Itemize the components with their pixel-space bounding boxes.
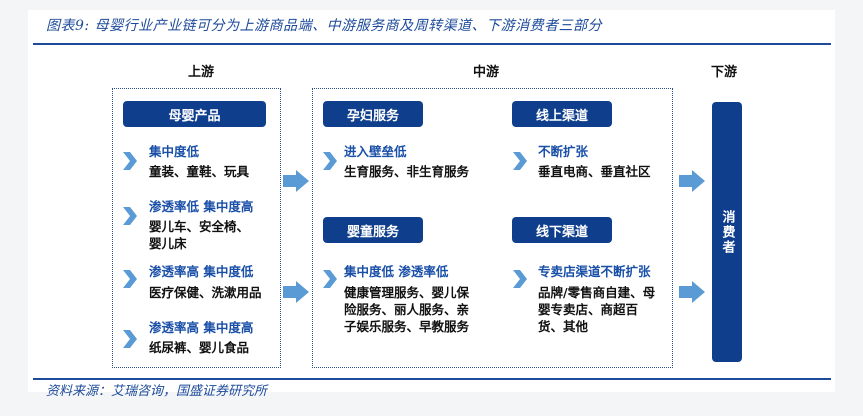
chevron-right-icon: [513, 270, 527, 288]
upstream-item-desc: 医疗保健、洗漱用品: [149, 285, 262, 300]
flow-arrow-icon: [283, 281, 309, 303]
chevron-right-icon: [323, 152, 337, 170]
midstream-item-sub: 进入壁垒低: [344, 144, 407, 159]
midstream-item-desc: 垂直电商、垂直社区: [538, 164, 651, 179]
flow-arrow-icon: [679, 170, 705, 192]
midstream-item-sub: 专卖店渠道不断扩张: [538, 264, 651, 279]
midstream-item-desc: 生育服务、非生育服务: [344, 164, 470, 179]
infant-services-pill: 婴童服务: [323, 217, 423, 243]
upstream-item-sub: 集中度低: [149, 144, 200, 159]
chevron-right-icon: [513, 152, 527, 170]
chevron-right-icon: [323, 270, 337, 288]
online-channel-pill: 线上渠道: [512, 101, 612, 127]
midstream-item-desc: 健康管理服务、婴儿保险服务、丽人服务、亲子娱乐服务、早教服务: [344, 285, 470, 334]
column-header-downstream: 下游: [711, 65, 738, 80]
midstream-item-sub: 不断扩张: [538, 144, 589, 159]
chevron-right-icon: [123, 152, 137, 170]
flow-arrow-icon: [679, 281, 705, 303]
figure-title: 图表9: 母婴行业产业链可分为上游商品端、中游服务商及周转渠道、下游消费者三部分: [46, 18, 603, 34]
pregnancy-services-pill: 孕妇服务: [323, 101, 423, 127]
upstream-item-desc: 纸尿裤、婴儿食品: [149, 340, 250, 355]
consumer-label: 消费者: [719, 209, 735, 255]
consumer-bar: 消费者: [712, 102, 742, 362]
source-divider: [33, 378, 831, 380]
column-header-midstream: 中游: [473, 65, 500, 80]
flow-arrow-icon: [283, 170, 309, 192]
source-note: 资料来源：艾瑞咨询，国盛证券研究所: [46, 384, 268, 399]
midstream-item-desc: 品牌/零售商自建、母婴专卖店、商超百货、其他: [538, 285, 656, 334]
title-divider: [33, 43, 831, 45]
chevron-right-icon: [123, 207, 137, 225]
midstream-item-sub: 集中度低 渗透率低: [344, 264, 449, 279]
upstream-item-desc: 童装、童鞋、玩具: [149, 164, 250, 179]
upstream-item-sub: 渗透率高 集中度高: [149, 320, 254, 335]
upstream-item-sub: 渗透率低 集中度高: [149, 199, 254, 214]
upstream-item-desc: 婴儿车、安全椅、婴儿床: [149, 219, 250, 251]
upstream-item-sub: 渗透率高 集中度低: [149, 264, 254, 279]
upstream-header-pill: 母婴产品: [123, 101, 266, 127]
offline-channel-pill: 线下渠道: [512, 217, 612, 243]
midstream-box: [312, 88, 673, 368]
chevron-right-icon: [123, 270, 137, 288]
column-header-upstream: 上游: [188, 65, 215, 80]
figure-card: [28, 10, 835, 392]
upstream-box: [112, 88, 281, 368]
chevron-right-icon: [123, 330, 137, 348]
